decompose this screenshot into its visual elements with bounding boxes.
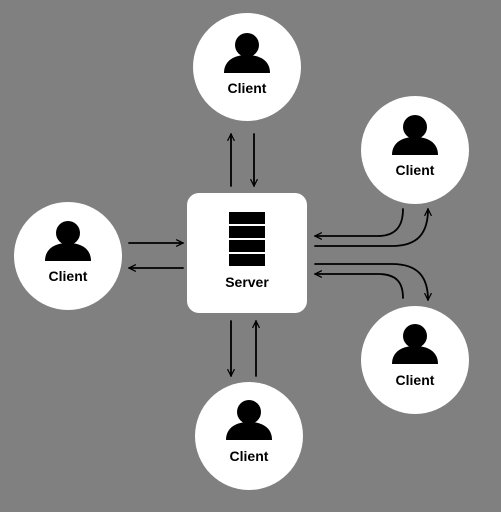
client-node-top: Client xyxy=(193,13,301,121)
client-label-upper-right: Client xyxy=(396,162,435,178)
client-node-left: Client xyxy=(14,202,122,310)
client-label-left: Client xyxy=(49,268,88,284)
connection-server-client-top xyxy=(227,133,258,187)
user-icon xyxy=(392,115,438,155)
server-label: Server xyxy=(225,274,269,290)
client-label-bottom: Client xyxy=(230,448,269,464)
client-label-lower-right: Client xyxy=(396,372,435,388)
user-icon xyxy=(224,33,270,73)
arrow-to-server-from-upper-right xyxy=(314,208,404,240)
client-node-upper-right: Client xyxy=(361,96,469,204)
connection-server-client-left xyxy=(128,239,184,272)
server-node: Server xyxy=(187,193,307,313)
client-node-bottom: Client xyxy=(195,382,303,490)
connection-server-client-bottom xyxy=(227,320,260,377)
client-node-lower-right: Client xyxy=(361,306,469,414)
arrow-to-client-upper-right xyxy=(314,208,432,247)
server-rack-icon xyxy=(229,212,265,266)
user-icon xyxy=(226,400,272,440)
arrow-to-server-from-lower-right xyxy=(314,270,404,299)
connection-server-client-upper-right xyxy=(314,208,432,247)
client-label-top: Client xyxy=(228,80,267,96)
user-icon xyxy=(45,221,91,261)
arrow-to-client-lower-right xyxy=(314,263,432,301)
connection-server-client-lower-right xyxy=(314,263,432,301)
user-icon xyxy=(392,324,438,364)
